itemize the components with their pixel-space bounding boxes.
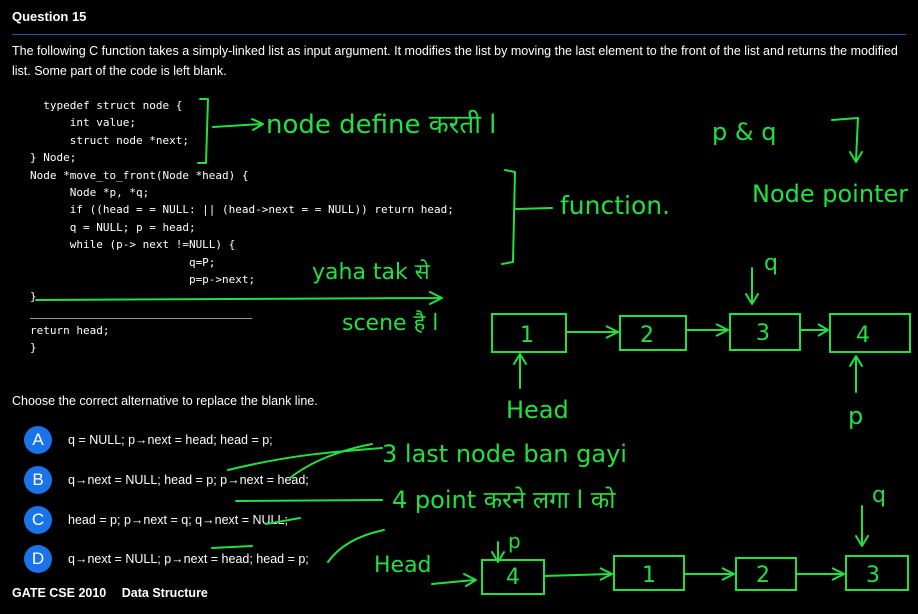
- list-after-value: 4: [506, 565, 520, 590]
- option-d-pointer: [327, 529, 385, 563]
- blank-line: [30, 318, 252, 319]
- option-c-badge[interactable]: C: [24, 506, 52, 534]
- option-d[interactable]: D q→next = NULL; p→next = head; head = p…: [24, 545, 309, 573]
- scene-arrow: [35, 291, 443, 305]
- pq-arrow: [831, 117, 863, 163]
- list-after-value: 3: [866, 563, 880, 588]
- option-b-badge[interactable]: B: [24, 466, 52, 494]
- option-c[interactable]: C head = p; p→next = q; q→next = NULL;: [24, 506, 288, 534]
- list-before: [491, 313, 911, 353]
- code-line: p=p->next;: [30, 273, 256, 287]
- code-block: typedef struct node { int value; struct …: [30, 97, 454, 306]
- code-line: q=P;: [30, 255, 216, 269]
- note-p-and-q: p & q: [712, 118, 776, 146]
- list-before-node: [829, 313, 911, 353]
- label-q-bottom: q: [872, 483, 886, 508]
- list-after-value: 1: [642, 563, 656, 588]
- list-before-value: 4: [856, 323, 870, 348]
- code-line: typedef struct node {: [30, 99, 183, 112]
- code-line: } Node;: [30, 151, 77, 165]
- code-line: Node *p, *q;: [30, 186, 150, 200]
- note-last-node: 3 last node ban gayi: [382, 440, 627, 468]
- note-function: function.: [560, 191, 670, 220]
- code-line: struct node *next;: [30, 133, 189, 147]
- list-before-value: 1: [520, 323, 534, 348]
- note-node-pointer: Node pointer: [752, 180, 908, 208]
- list-before-node: [729, 313, 801, 351]
- note-four-point: 4 point करने लगा l को: [392, 486, 616, 514]
- q-top-arrow: [745, 267, 759, 305]
- code-line: while (p-> next !=NULL) {: [30, 238, 236, 252]
- list-before-link: [800, 323, 830, 337]
- list-after-node: [845, 555, 909, 591]
- option-d-text: q→next = NULL; p→next = head; head = p;: [68, 552, 309, 566]
- footer-tags: GATE CSE 2010 Data Structure: [12, 586, 208, 600]
- label-head-top: Head: [506, 396, 569, 424]
- list-after-link: [796, 567, 847, 581]
- topic-tag: Data Structure: [121, 586, 208, 600]
- code-line: int value;: [30, 116, 136, 130]
- p-top-arrow: [849, 355, 863, 393]
- option-d-badge[interactable]: D: [24, 545, 52, 573]
- list-before-link: [686, 323, 731, 337]
- function-bracket: [501, 169, 516, 265]
- function-dash: [515, 207, 553, 210]
- list-before-value: 2: [640, 323, 654, 348]
- note-node-define: node define करती l: [266, 109, 496, 140]
- head-bottom-arrow: [431, 573, 477, 587]
- list-after-link: [684, 567, 737, 581]
- list-after: [481, 555, 909, 595]
- option-b-pointer: [227, 447, 383, 471]
- choose-prompt: Choose the correct alternative to replac…: [12, 394, 318, 408]
- list-after-value: 2: [756, 563, 770, 588]
- code-block-end: return head;}: [30, 322, 109, 356]
- question-description: The following C function takes a simply-…: [12, 44, 898, 78]
- list-before-link: [566, 325, 621, 339]
- option-a[interactable]: A q = NULL; p→next = head; head = p;: [24, 426, 273, 454]
- label-p-bottom: p: [508, 529, 521, 553]
- option-c-pointer: [235, 499, 383, 502]
- q-bottom-arrow: [855, 505, 869, 547]
- struct-arrow: [212, 118, 264, 131]
- p-bottom-arrow: [491, 541, 505, 563]
- code-line: }: [30, 290, 37, 304]
- list-before-node: [619, 315, 687, 351]
- strike-marks: [211, 517, 301, 549]
- list-before-value: 3: [756, 321, 770, 346]
- note-scene: scene है l: [342, 310, 438, 336]
- option-c-text: head = p; p→next = q; q→next = NULL;: [68, 513, 288, 527]
- label-p-top: p: [848, 402, 863, 430]
- title-divider: [12, 34, 906, 35]
- code-line: q = NULL; p = head;: [30, 220, 196, 234]
- code-line: if ((head = = NULL: || (head->next = = N…: [30, 203, 454, 217]
- code-line: return head;: [30, 324, 110, 337]
- head-top-arrow: [513, 353, 527, 389]
- option-a-badge[interactable]: A: [24, 426, 52, 454]
- option-b[interactable]: B q→next = NULL; head = p; p→next = head…: [24, 466, 309, 494]
- list-after-node: [481, 559, 545, 595]
- list-after-link: [543, 567, 615, 581]
- code-line: Node *move_to_front(Node *head) {: [30, 168, 249, 182]
- code-line: }: [30, 341, 37, 354]
- struct-bracket: [197, 98, 209, 164]
- label-head-bottom: Head: [374, 553, 432, 578]
- option-a-pointer: [289, 443, 373, 479]
- exam-tag: GATE CSE 2010: [12, 586, 107, 600]
- option-a-text: q = NULL; p→next = head; head = p;: [68, 433, 273, 447]
- label-q-top: q: [764, 251, 778, 276]
- question-title: Question 15: [12, 9, 87, 24]
- note-yaha-tak: yaha tak से: [312, 259, 431, 285]
- option-b-text: q→next = NULL; head = p; p→next = head;: [68, 473, 309, 487]
